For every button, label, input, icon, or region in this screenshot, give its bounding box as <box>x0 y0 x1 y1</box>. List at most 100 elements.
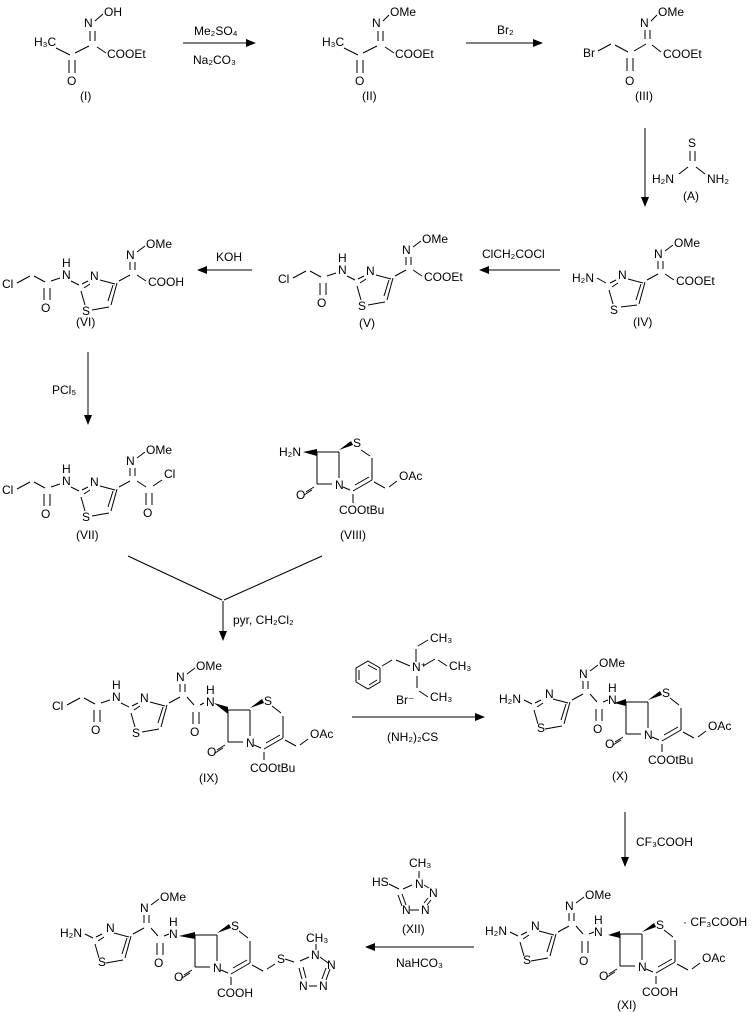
arrow-step5: KOH <box>197 250 252 274</box>
n-atom: N <box>206 695 215 709</box>
n-atom: N <box>608 693 617 707</box>
n-atom: N <box>531 919 540 933</box>
converging-lines <box>127 555 323 601</box>
o-atom: O <box>91 723 100 737</box>
bonds <box>597 14 662 71</box>
compound-label: (VIII) <box>340 528 366 542</box>
compound-VII: Cl O H N N S N OMe O Cl (VII) <box>2 443 175 542</box>
n-atom: N <box>327 958 336 972</box>
bonds <box>84 898 331 987</box>
cootbu-group: COOtBu <box>339 503 384 517</box>
bonds <box>16 451 163 517</box>
reagent-label: CF₃COOH <box>636 835 693 849</box>
cooet-group: COOEt <box>424 270 463 284</box>
compound-label: (X) <box>612 769 628 783</box>
n-atom: N <box>654 247 663 261</box>
wedge-bond <box>608 931 620 938</box>
compound-label: (I) <box>80 89 91 103</box>
arrow-step1: Me₂SO₄ Na₂CO₃ <box>183 24 256 67</box>
reagent-label: Me₂SO₄ <box>194 24 238 38</box>
o-atom: O <box>296 488 305 502</box>
arrow-step2: Br₂ <box>466 23 543 47</box>
h-atom: H <box>206 683 215 697</box>
n-atom: N <box>311 948 320 962</box>
ome-group: OMe <box>599 656 625 670</box>
wedge-bond <box>214 703 228 714</box>
ome-group: OMe <box>146 237 172 251</box>
reagent-benzyltriethylammonium-bromide: N⁺ CH₃ CH₃ CH₃ Br⁻ <box>355 631 471 707</box>
o-atom: O <box>174 970 183 984</box>
br-atom: Br <box>583 46 595 60</box>
s-atom: S <box>82 510 90 524</box>
ome-group: OMe <box>674 236 700 250</box>
s-atom: S <box>523 953 531 967</box>
ch3-group: CH₃ <box>430 631 452 645</box>
h2n-group: H₂N <box>60 926 82 940</box>
reagent-label: PCl₅ <box>52 383 76 397</box>
compound-label: (IV) <box>633 315 652 329</box>
bonds <box>678 151 706 175</box>
compound-III: Br O N OMe COOEt (III) <box>583 5 702 103</box>
reagent-label: Na₂CO₃ <box>193 53 236 67</box>
compound-VIII: H₂N S N O OAc COOtBu (VIII) <box>279 436 422 542</box>
ch3-group: CH₃ <box>449 659 471 673</box>
n-atom: N <box>140 901 149 915</box>
ome-group: OMe <box>422 232 448 246</box>
o-atom: O <box>41 507 50 521</box>
n-atom: N <box>140 691 149 705</box>
h-atom: H <box>62 256 71 270</box>
wedge-bond <box>648 691 662 700</box>
h-atom: H <box>338 251 347 265</box>
arrow-step7: pyr, CH₂Cl₂ <box>127 555 323 641</box>
o-atom: O <box>605 737 614 751</box>
s-atom: S <box>610 303 618 317</box>
s-atom: S <box>688 136 696 150</box>
o-atom: O <box>625 74 634 88</box>
bonds <box>388 871 432 911</box>
bonds <box>358 639 448 698</box>
o-atom: O <box>207 745 216 759</box>
reagent-label: pyr, CH₂Cl₂ <box>233 613 294 627</box>
ome-group: OMe <box>146 443 172 457</box>
n-atom: N <box>594 925 603 939</box>
compound-label: (A) <box>683 189 699 203</box>
bonds <box>596 244 675 308</box>
n-atom: N <box>545 687 554 701</box>
n-plus: N⁺ <box>412 660 427 674</box>
compound-label: (III) <box>635 89 653 103</box>
n-atom: N <box>319 979 328 993</box>
n-atom: N <box>299 979 308 993</box>
s-atom: S <box>82 304 90 318</box>
oac-group: OAc <box>702 951 725 965</box>
arrow-step6: PCl₅ <box>52 352 92 425</box>
bonds <box>523 664 707 752</box>
compound-label: (II) <box>362 89 377 103</box>
n-atom: N <box>62 268 71 282</box>
h-atom: H <box>62 462 71 476</box>
nh2-group: NH₂ <box>707 172 729 186</box>
tfa-salt-label: · CF₃COOH <box>683 915 747 929</box>
wedge-bond <box>642 923 656 932</box>
ch3-group: CH₃ <box>430 690 452 704</box>
s-atom: S <box>656 918 664 932</box>
n-atom: N <box>421 903 430 917</box>
compound-label: (XI) <box>617 998 636 1012</box>
oh-group: OH <box>104 5 122 19</box>
compound-label: (VI) <box>76 315 95 329</box>
reagent-label: NaHCO₃ <box>396 956 443 970</box>
compound-I: OH N H₃C O COOEt (I) <box>34 5 146 103</box>
s-atom: S <box>98 955 106 969</box>
h-atom: H <box>169 915 178 929</box>
n-atom: N <box>638 960 647 974</box>
wedge-bond <box>339 441 353 450</box>
n-atom: N <box>402 903 411 917</box>
cooh-group: COOH <box>642 985 678 999</box>
compound-label: (V) <box>359 316 375 330</box>
n-atom: N <box>126 454 135 468</box>
n-atom: N <box>62 474 71 488</box>
compound-IV: H₂N N S N OMe COOEt (IV) <box>572 236 715 329</box>
compound-XII: CH₃ HS N N N N (XII) <box>372 856 438 936</box>
wedge-bond <box>217 924 231 933</box>
ch3-group: CH₃ <box>306 931 328 945</box>
cootbu-group: COOtBu <box>250 761 295 775</box>
